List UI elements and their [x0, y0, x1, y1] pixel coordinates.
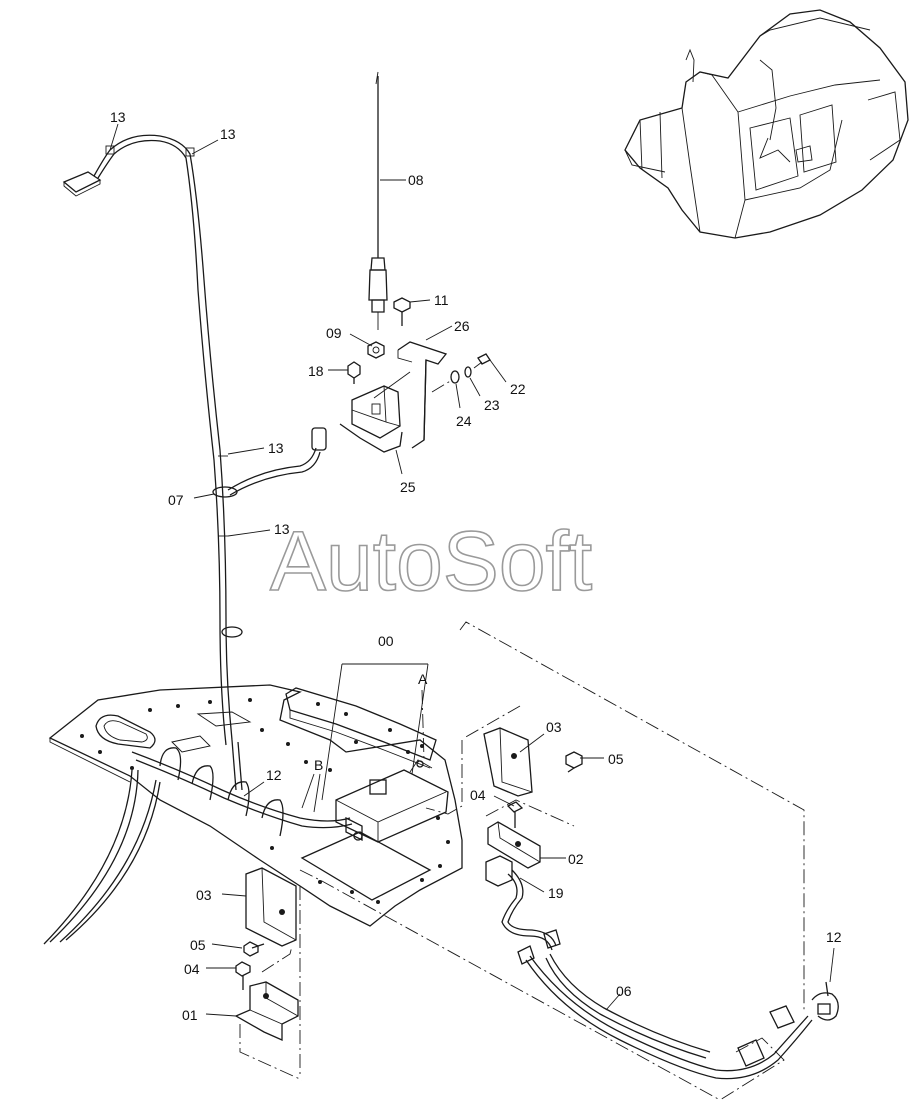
callout-23: 23 [484, 397, 500, 413]
callout-00-leaders [301, 663, 429, 813]
callout-13: 13 [110, 109, 126, 125]
callout-09: 09 [326, 325, 342, 341]
callout-06: 06 [616, 983, 632, 999]
callout-19: 19 [548, 885, 564, 901]
callout-04: 04 [184, 961, 200, 977]
callout-08: 08 [408, 172, 424, 188]
floor-plate [48, 684, 463, 927]
bracket-right [425, 705, 583, 869]
callout-13: 13 [220, 126, 236, 142]
callout-leaders [109, 123, 835, 1017]
callout-05: 05 [190, 937, 206, 953]
watermark-text: AutoSoft [270, 514, 592, 608]
callout-B: B [314, 757, 323, 773]
callout-03: 03 [546, 719, 562, 735]
callout-22: 22 [510, 381, 526, 397]
callout-13: 13 [268, 440, 284, 456]
bracket-left [234, 867, 303, 1081]
callout-00: 00 [378, 633, 394, 649]
callout-07: 07 [168, 492, 184, 508]
callout-labels: 13 13 08 11 09 26 18 22 23 24 25 13 07 1… [110, 109, 842, 1023]
callout-13: 13 [274, 521, 290, 537]
callout-A: A [418, 671, 428, 687]
callout-12: 12 [826, 929, 842, 945]
callout-03: 03 [196, 887, 212, 903]
callout-02: 02 [568, 851, 584, 867]
harness-lower-right [299, 855, 839, 1101]
harness-cable [43, 134, 327, 945]
callout-11: 11 [434, 292, 449, 308]
callout-26: 26 [454, 318, 470, 334]
callout-05: 05 [608, 751, 624, 767]
radio-unit [285, 621, 805, 1078]
callout-24: 24 [456, 413, 472, 429]
callout-18: 18 [308, 363, 324, 379]
callout-25: 25 [400, 479, 416, 495]
excavator-inset [624, 9, 909, 239]
callout-01: 01 [182, 1007, 198, 1023]
callout-12: 12 [266, 767, 282, 783]
antenna-assembly [339, 71, 491, 453]
callout-04: 04 [470, 787, 486, 803]
